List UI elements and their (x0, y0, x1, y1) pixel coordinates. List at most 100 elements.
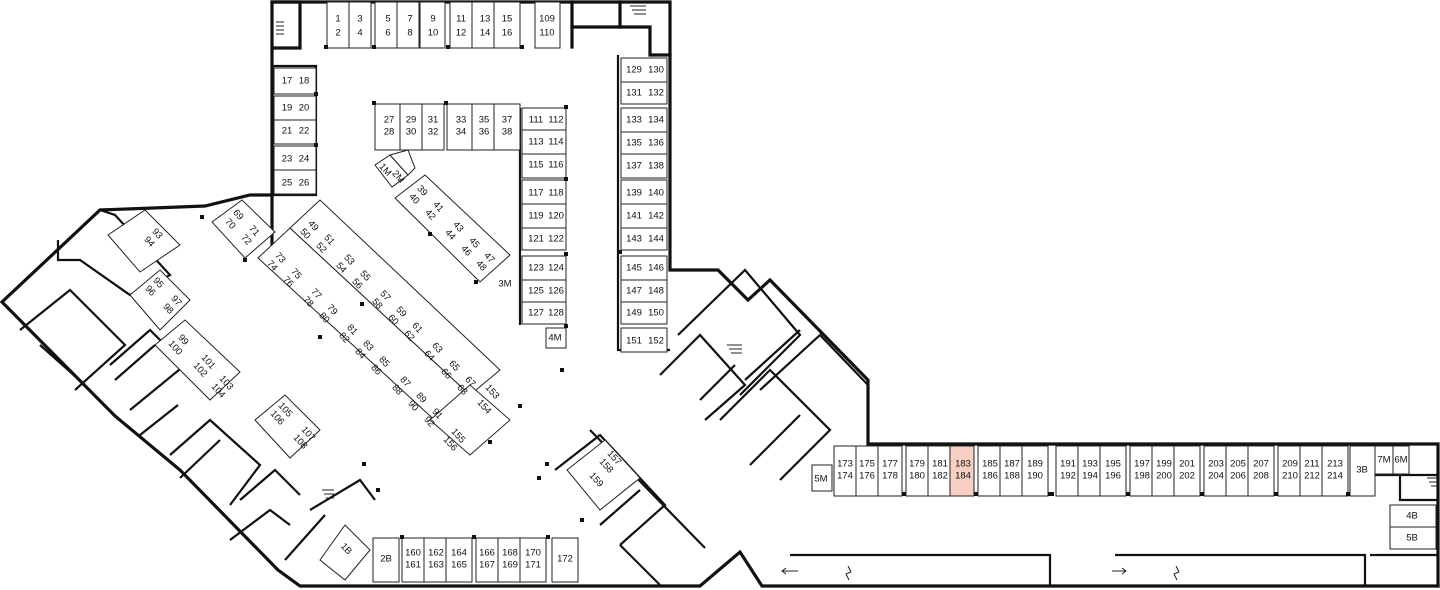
unit-label-199: 199 (1156, 459, 1172, 470)
arrow-right-icon (1112, 567, 1127, 575)
unit-label-189: 189 (1027, 459, 1043, 470)
unit-label-1: 1 (335, 14, 340, 25)
unit-label-187: 187 (1004, 459, 1020, 470)
unit-label-6: 6 (385, 28, 390, 39)
unit-label-23: 23 (282, 154, 293, 165)
unit-label-116: 116 (548, 160, 563, 171)
unit-label-142: 142 (648, 211, 664, 222)
unit-label-14: 14 (480, 28, 491, 39)
unit-label-192: 192 (1060, 471, 1076, 482)
unit-label-22: 22 (299, 126, 310, 137)
unit-label-4: 4 (357, 28, 362, 39)
center-row-units (374, 103, 521, 151)
unit-label-37: 37 (502, 115, 513, 126)
unit-label-6m: 6M (1394, 455, 1407, 466)
unit-label-5m: 5M (814, 474, 827, 485)
unit-label-176: 176 (859, 471, 875, 482)
unit-label-181: 181 (932, 459, 948, 470)
unit-label-161: 161 (405, 560, 421, 571)
unit-label-36: 36 (479, 127, 490, 138)
unit-label-201: 201 (1179, 459, 1195, 470)
unit-label-198: 198 (1134, 471, 1150, 482)
unit-label-16: 16 (502, 28, 513, 39)
unit-label-167: 167 (479, 560, 495, 571)
unit-label-136: 136 (648, 138, 664, 149)
arrow-left-icon (781, 567, 798, 575)
unit-label-121: 121 (528, 234, 544, 245)
column-129-152-units (620, 57, 668, 353)
unit-label-145: 145 (626, 263, 642, 274)
unit-label-115: 115 (528, 160, 543, 171)
unit-label-8: 8 (407, 28, 412, 39)
unit-label-209: 209 (1282, 459, 1298, 470)
unit-label-109: 109 (539, 14, 555, 25)
diagonal-units (107, 149, 641, 581)
unit-label-28: 28 (384, 127, 395, 138)
unit-label-33: 33 (456, 115, 467, 126)
unit-label-180: 180 (909, 471, 925, 482)
unit-label-30: 30 (406, 127, 417, 138)
unit-label-205: 205 (1230, 459, 1246, 470)
unit-label-27: 27 (384, 115, 395, 126)
unit-label-15: 15 (502, 14, 513, 25)
unit-label-127: 127 (528, 308, 544, 319)
unit-label-13: 13 (480, 14, 491, 25)
unit-label-17: 17 (282, 76, 293, 87)
unit-label-203: 203 (1208, 459, 1224, 470)
unit-label-195: 195 (1105, 459, 1121, 470)
unit-label-177: 177 (882, 459, 898, 470)
unit-label-139: 139 (626, 188, 642, 199)
unit-label-147: 147 (626, 286, 642, 297)
unit-label-124: 124 (548, 263, 564, 274)
column-111-128-units (521, 107, 567, 349)
interior-walls (19, 55, 1438, 586)
unit-label-5b: 5B (1406, 533, 1418, 544)
unit-label-148: 148 (648, 286, 664, 297)
unit-label-24: 24 (299, 154, 310, 165)
unit-label-113: 113 (528, 137, 543, 148)
unit-label-151: 151 (626, 336, 642, 347)
unit-label-133: 133 (626, 115, 642, 126)
unit-label-18: 18 (299, 76, 310, 87)
unit-label-213: 213 (1327, 459, 1343, 470)
unit-label-212: 212 (1304, 471, 1320, 482)
unit-label-210: 210 (1282, 471, 1298, 482)
unit-label-186: 186 (982, 471, 998, 482)
unit-label-7: 7 (407, 14, 412, 25)
unit-label-152: 152 (648, 336, 664, 347)
unit-label-208: 208 (1253, 471, 1269, 482)
unit-label-163: 163 (428, 560, 444, 571)
unit-label-211: 211 (1304, 459, 1319, 470)
unit-label-214: 214 (1327, 471, 1343, 482)
unit-label-3m: 3M (498, 279, 511, 290)
unit-label-7m: 7M (1377, 455, 1390, 466)
unit-label-119: 119 (528, 211, 543, 222)
unit-label-4b: 4B (1406, 511, 1418, 522)
unit-label-21: 21 (282, 126, 293, 137)
unit-label-175: 175 (859, 459, 875, 470)
unit-label-122: 122 (548, 234, 564, 245)
unit-label-123: 123 (528, 263, 544, 274)
unit-label-135: 135 (626, 138, 642, 149)
unit-label-25: 25 (282, 178, 293, 189)
unit-label-150: 150 (648, 308, 664, 319)
unit-label-117: 117 (528, 188, 543, 199)
unit-label-35: 35 (479, 115, 490, 126)
unit-label-137: 137 (626, 161, 642, 172)
unit-label-110: 110 (539, 28, 554, 39)
unit-label-188: 188 (1004, 471, 1020, 482)
unit-label-19: 19 (282, 103, 293, 114)
unit-label-134: 134 (648, 115, 664, 126)
unit-label-125: 125 (528, 286, 544, 297)
unit-label-140: 140 (648, 188, 664, 199)
unit-label-31: 31 (428, 115, 439, 126)
unit-label-172: 172 (557, 554, 573, 565)
unit-label-200: 200 (1156, 471, 1172, 482)
unit-label-196: 196 (1105, 471, 1121, 482)
unit-label-190: 190 (1027, 471, 1043, 482)
unit-label-131: 131 (626, 88, 642, 99)
unit-label-3: 3 (357, 14, 362, 25)
unit-label-184: 184 (955, 471, 971, 482)
unit-label-38: 38 (502, 127, 513, 138)
